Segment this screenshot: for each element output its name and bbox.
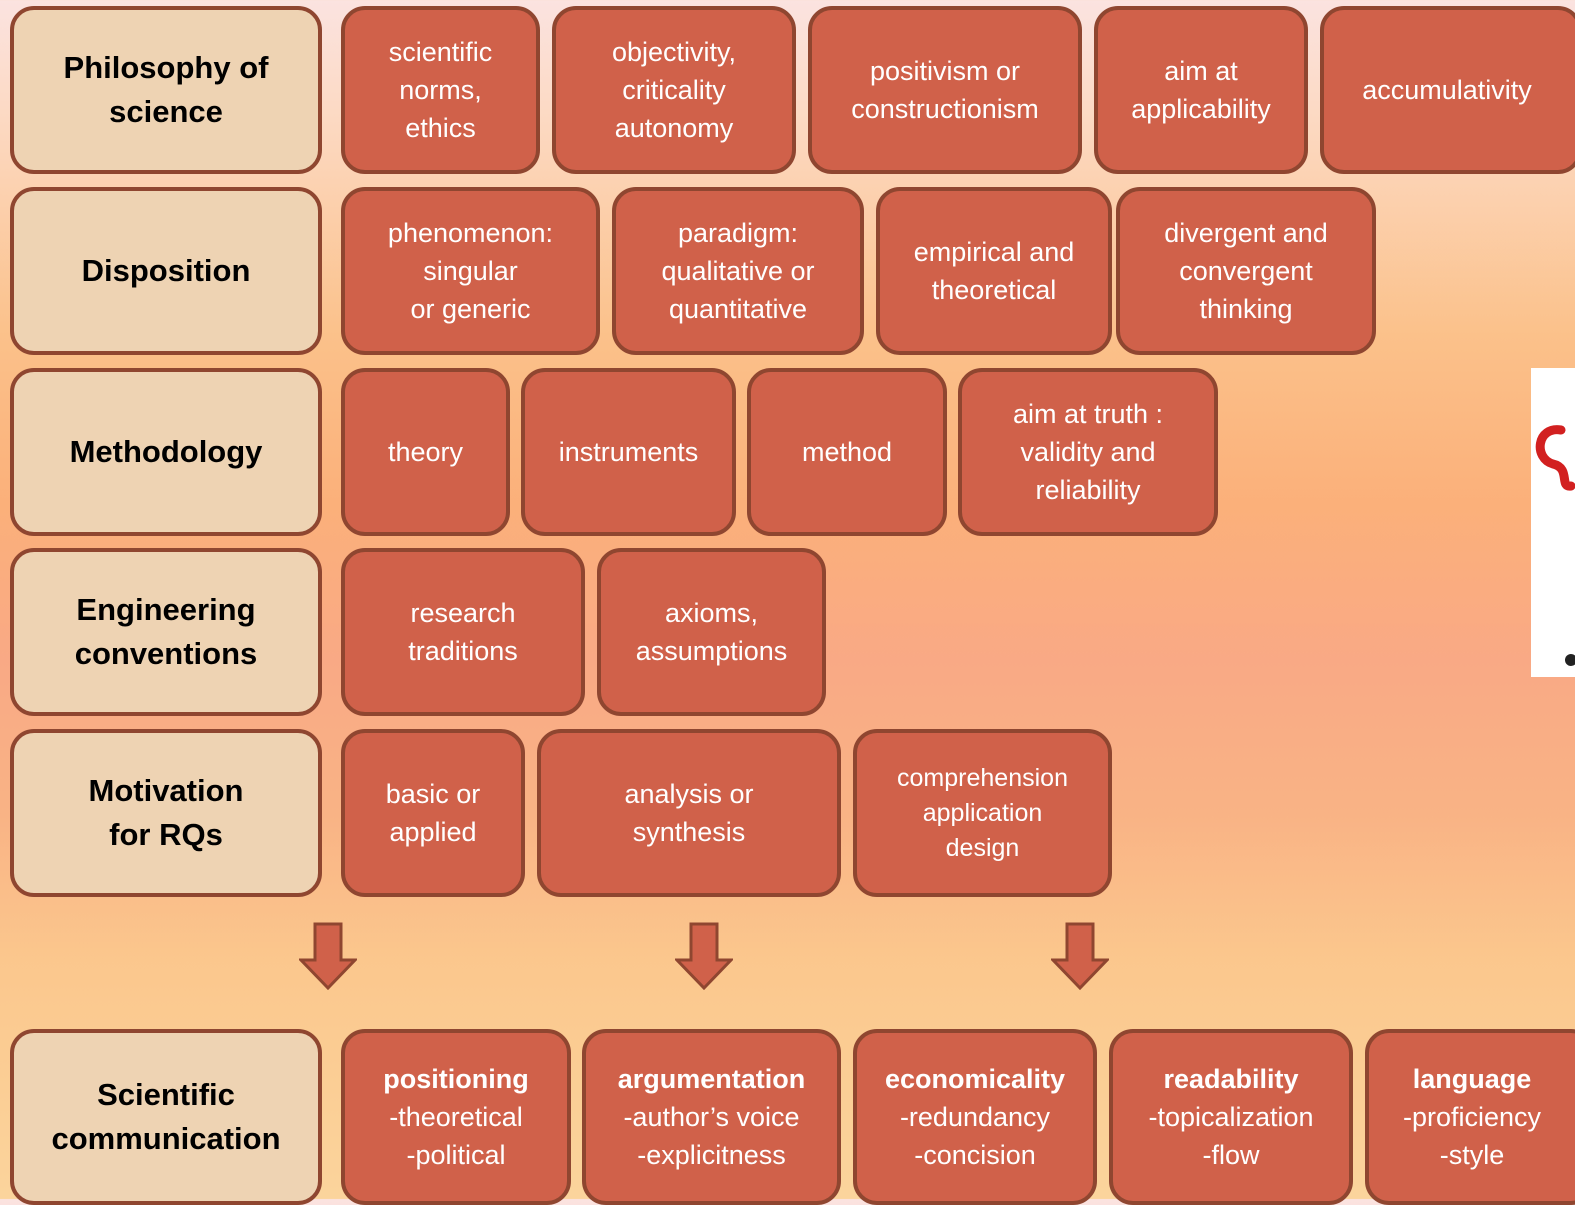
row-label-disposition: Disposition bbox=[10, 187, 322, 355]
item-axioms: axioms, assumptions bbox=[597, 548, 826, 716]
comm-line: -concision bbox=[914, 1140, 1036, 1170]
item-accumulativity: accumulativity bbox=[1320, 6, 1575, 174]
row-label-philosophy: Philosophy of science bbox=[10, 6, 322, 174]
down-arrow-icon bbox=[299, 922, 357, 990]
row-label-text: Engineering conventions bbox=[74, 592, 258, 671]
item-text: method bbox=[801, 437, 893, 467]
comm-line: -explicitness bbox=[637, 1140, 786, 1170]
comm-line: -theoretical bbox=[389, 1102, 523, 1132]
comm-title: positioning bbox=[383, 1064, 529, 1094]
item-text: scientific norms, ethics bbox=[388, 37, 493, 143]
comm-economicality: economicality -redundancy -concision bbox=[853, 1029, 1097, 1205]
item-positivism: positivism or constructionism bbox=[808, 6, 1082, 174]
comm-title: readability bbox=[1163, 1064, 1299, 1094]
comm-content: economicality -redundancy -concision bbox=[885, 1060, 1065, 1174]
comm-line: -style bbox=[1439, 1140, 1505, 1170]
row-label-text: Disposition bbox=[81, 253, 251, 288]
comm-content: argumentation -author’s voice -explicitn… bbox=[618, 1060, 806, 1174]
item-applicability: aim at applicability bbox=[1094, 6, 1308, 174]
comm-title: language bbox=[1412, 1064, 1532, 1094]
comm-language: language -proficiency -style bbox=[1365, 1029, 1575, 1205]
comm-title: argumentation bbox=[617, 1064, 806, 1094]
item-text: empirical and theoretical bbox=[913, 237, 1075, 305]
row-label-text: Motivation for RQs bbox=[88, 773, 244, 852]
item-text: comprehension application design bbox=[897, 763, 1068, 862]
comm-line: -political bbox=[406, 1140, 506, 1170]
row-label-motivation: Motivation for RQs bbox=[10, 729, 322, 897]
row-label-communication: Scientific communication bbox=[10, 1029, 322, 1205]
item-phenomenon: phenomenon: singular or generic bbox=[341, 187, 600, 355]
item-analysis-synthesis: analysis or synthesis bbox=[537, 729, 841, 897]
row-label-engineering: Engineering conventions bbox=[10, 548, 322, 716]
item-text: accumulativity bbox=[1362, 75, 1532, 105]
item-theory: theory bbox=[341, 368, 510, 536]
comm-line: -flow bbox=[1202, 1140, 1260, 1170]
item-text: paradigm: qualitative or quantitative bbox=[661, 218, 815, 324]
row-label-methodology: Methodology bbox=[10, 368, 322, 536]
comm-content: language -proficiency -style bbox=[1403, 1060, 1541, 1174]
item-method: method bbox=[747, 368, 947, 536]
comm-readability: readability -topicalization -flow bbox=[1109, 1029, 1353, 1205]
down-arrow-icon bbox=[675, 922, 733, 990]
row-label-text: Philosophy of science bbox=[63, 50, 269, 129]
item-text: analysis or synthesis bbox=[624, 779, 754, 847]
item-basic-applied: basic or applied bbox=[341, 729, 525, 897]
item-text: aim at applicability bbox=[1131, 56, 1271, 124]
comm-argumentation: argumentation -author’s voice -explicitn… bbox=[582, 1029, 841, 1205]
comm-line: -topicalization bbox=[1148, 1102, 1314, 1132]
item-text: theory bbox=[387, 437, 464, 467]
item-text: phenomenon: singular or generic bbox=[387, 218, 554, 324]
comm-content: readability -topicalization -flow bbox=[1148, 1060, 1313, 1174]
item-text: objectivity, criticality autonomy bbox=[611, 37, 737, 143]
item-divergent: divergent and convergent thinking bbox=[1116, 187, 1376, 355]
item-aim-at-truth: aim at truth : validity and reliability bbox=[958, 368, 1218, 536]
item-research-traditions: research traditions bbox=[341, 548, 585, 716]
comm-line: -author’s voice bbox=[623, 1102, 800, 1132]
item-text: aim at truth : validity and reliability bbox=[1012, 399, 1164, 505]
item-comprehension: comprehension application design bbox=[853, 729, 1112, 897]
down-arrow-icon bbox=[1051, 922, 1109, 990]
row-label-text: Methodology bbox=[69, 434, 263, 469]
item-text: axioms, assumptions bbox=[635, 598, 788, 666]
item-text: research traditions bbox=[408, 598, 518, 666]
item-empirical: empirical and theoretical bbox=[876, 187, 1112, 355]
comm-positioning: positioning -theoretical -political bbox=[341, 1029, 571, 1205]
item-text: basic or applied bbox=[385, 779, 481, 847]
row-label-text: Scientific communication bbox=[51, 1077, 281, 1156]
item-objectivity: objectivity, criticality autonomy bbox=[552, 6, 796, 174]
item-instruments: instruments bbox=[521, 368, 736, 536]
question-mark-icon bbox=[1535, 425, 1575, 666]
comm-title: economicality bbox=[884, 1064, 1066, 1094]
side-image bbox=[1531, 368, 1575, 677]
item-scientific-norms: scientific norms, ethics bbox=[341, 6, 540, 174]
item-text: positivism or constructionism bbox=[851, 56, 1039, 124]
comm-content: positioning -theoretical -political bbox=[383, 1060, 528, 1174]
item-text: divergent and convergent thinking bbox=[1164, 218, 1328, 324]
comm-line: -redundancy bbox=[899, 1102, 1051, 1132]
item-text: instruments bbox=[558, 437, 699, 467]
comm-line: -proficiency bbox=[1402, 1102, 1542, 1132]
item-paradigm: paradigm: qualitative or quantitative bbox=[612, 187, 864, 355]
